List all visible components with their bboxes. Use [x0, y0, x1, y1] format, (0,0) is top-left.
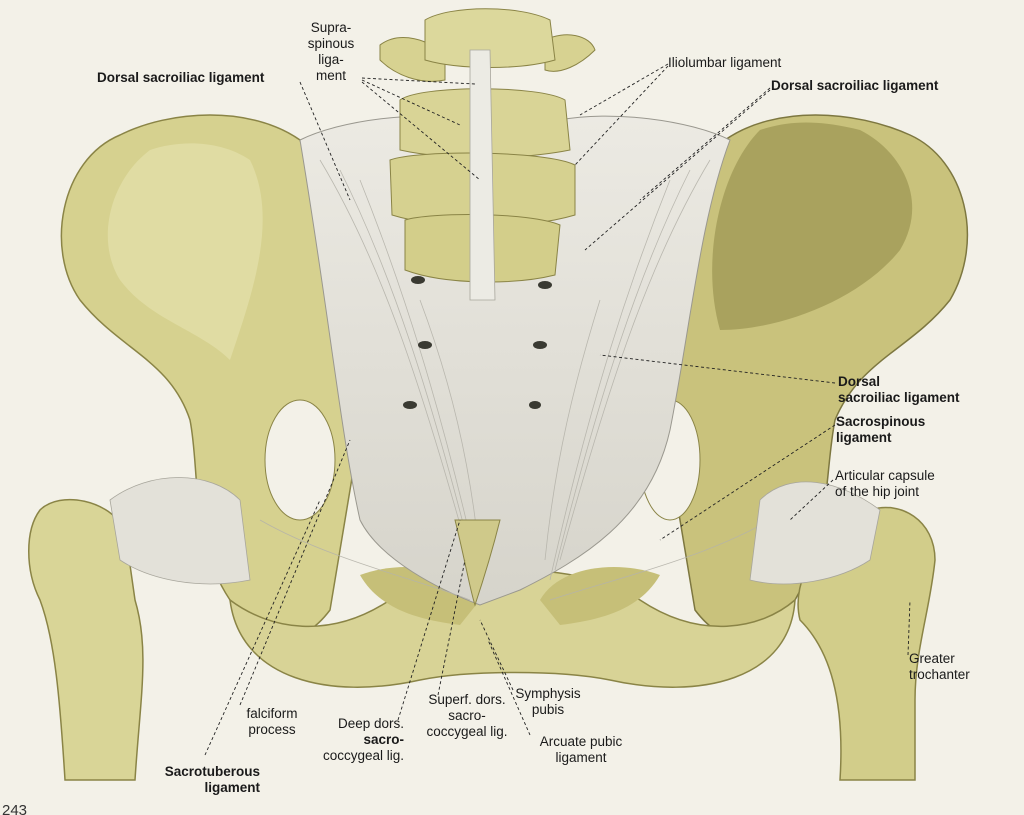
- label-articular-capsule: Articular capsule of the hip joint: [835, 468, 935, 499]
- right-hip-capsule: [749, 481, 881, 585]
- label-sacrospinous-ligament: Sacrospinous ligament: [836, 414, 926, 445]
- label-iliolumbar-ligament: Iliolumbar ligament: [668, 55, 782, 70]
- supraspinous-band: [469, 49, 496, 301]
- label-deep-dorsal-sacrococcygeal: Deep dors. sacro- coccygeal lig.: [322, 716, 404, 763]
- label-arcuate-pubic-ligament: Arcuate pubic ligament: [539, 734, 623, 765]
- label-superficial-dorsal-sacrococcygeal: Superf. dors. sacro- coccygeal lig.: [426, 692, 508, 739]
- coccyx: [454, 519, 501, 607]
- label-dorsal-sacroiliac-upper-left: Dorsal sacroiliac ligament: [97, 70, 265, 85]
- leader-lines: [204, 63, 911, 756]
- label-symphysis-pubis: Symphysis pubis: [515, 686, 581, 717]
- page-number: 243: [2, 802, 27, 815]
- label-greater-trochanter: Greater trochanter: [909, 651, 970, 682]
- label-falciform-process: falciform process: [246, 706, 298, 737]
- label-supraspinous: Supra- spinous liga- ment: [307, 20, 355, 83]
- left-hip-capsule: [109, 477, 251, 585]
- label-dorsal-sacroiliac-mid-right: Dorsal sacroiliac ligament: [838, 374, 960, 405]
- label-sacrotuberous-ligament: Sacrotuberous ligament: [164, 764, 260, 795]
- label-dorsal-sacroiliac-upper-right: Dorsal sacroiliac ligament: [771, 78, 939, 93]
